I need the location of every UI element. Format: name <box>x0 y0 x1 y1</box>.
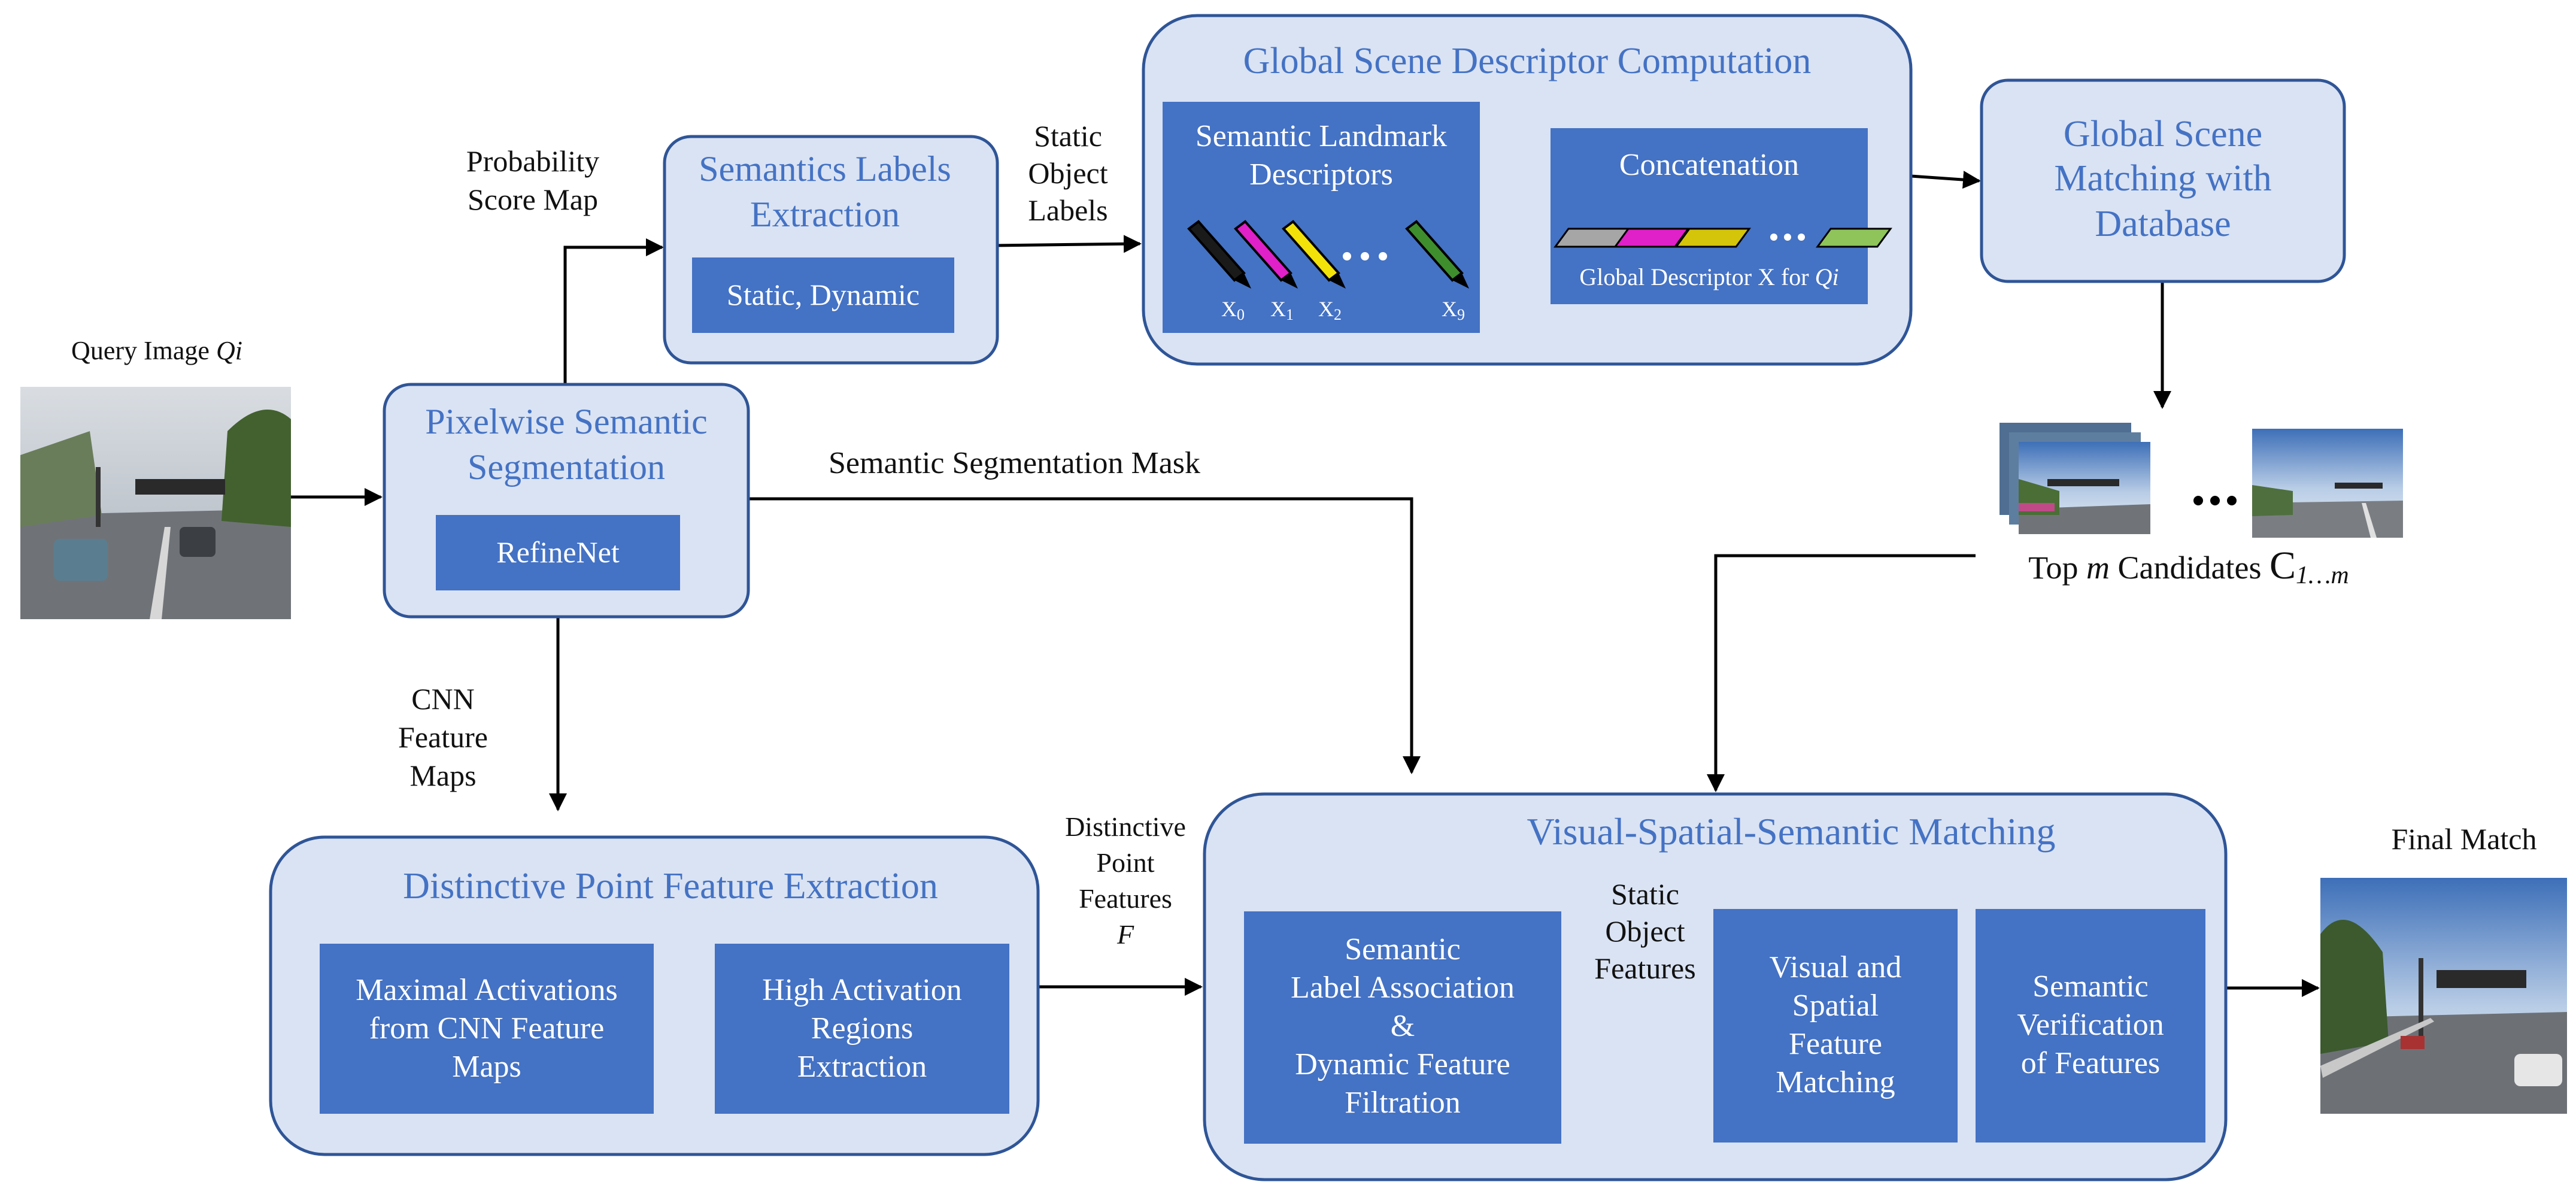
landmark-pencil-tip-3 <box>1452 273 1469 289</box>
global-descriptor-box: Global Scene Descriptor Computation Sema… <box>1142 14 1913 366</box>
pixelwise-segmentation-box: Pixelwise Semantic Segmentation RefineNe… <box>383 383 750 619</box>
cnn-line2: Feature <box>398 720 488 754</box>
descriptor-segment-1 <box>1613 228 1690 248</box>
landmark-dots <box>1343 252 1387 260</box>
high-activation-box <box>715 944 1009 1114</box>
distinctive-title: Distinctive Point Feature Extraction <box>403 866 938 907</box>
static-labels-line2: Object <box>1028 156 1108 190</box>
landmark-pencil-tip-2 <box>1329 273 1346 289</box>
static-dynamic-box <box>692 257 954 333</box>
landmark-labels: X0 X1 X2 X9 <box>1221 297 1465 323</box>
semantic-labels-extraction-box: Semantics Labels Extraction Static, Dyna… <box>663 135 999 365</box>
verif-line1: Semantic <box>2032 969 2149 1004</box>
assoc-line2: Label Association <box>1291 971 1515 1005</box>
static-features-line2: Object <box>1605 914 1685 948</box>
landmark-label-3: X9 <box>1442 297 1465 323</box>
maximal-activations-box <box>320 944 654 1114</box>
concat-dots <box>1770 234 1805 241</box>
assoc-line1: Semantic <box>1345 932 1461 966</box>
arrow-static-object-labels <box>994 235 1142 253</box>
dist-feat-line2: Point <box>1096 847 1154 878</box>
refinenet-label: RefineNet <box>496 535 620 569</box>
verif-line2: Verification <box>2017 1008 2164 1042</box>
candidate-image-last <box>2252 429 2403 538</box>
semantic-verification-box <box>1976 909 2205 1143</box>
vsm-line3: Feature <box>1789 1027 1882 1061</box>
dist-feat-line1: Distinctive <box>1065 811 1186 842</box>
cnn-line3: Maps <box>409 759 476 792</box>
landmark-title-line2: Descriptors <box>1249 157 1393 192</box>
global-matching-line1: Global Scene <box>2064 114 2262 154</box>
visual-spatial-matching-box <box>1713 909 1958 1143</box>
arrow-segmentation-mask <box>748 497 1421 774</box>
segmentation-mask-label: Semantic Segmentation Mask <box>829 446 1200 480</box>
global-descriptor-title: Global Scene Descriptor Computation <box>1243 41 1812 81</box>
prob-line1: Probability <box>466 144 599 178</box>
top-m-candidates-label: Top m Candidates C1…m <box>2028 544 2349 589</box>
static-labels-line1: Static <box>1034 119 1102 153</box>
labels-title-line2: Extraction <box>750 195 900 234</box>
arrow-candidates-to-vss <box>1707 554 1976 792</box>
landmark-pencil-tip-0 <box>1234 273 1251 289</box>
landmark-descriptors-box <box>1163 102 1480 333</box>
landmark-pencils <box>1187 220 1469 289</box>
maximal-line1: Maximal Activations <box>356 973 618 1007</box>
label-association-box <box>1244 911 1561 1144</box>
candidate-images-stack <box>1999 423 2150 534</box>
refinenet-box <box>436 515 680 590</box>
concatenation-label: Concatenation <box>1619 148 1799 182</box>
global-matching-box: Global Scene Matching with Database <box>1980 78 2346 283</box>
high-activation-line3: Extraction <box>797 1050 927 1084</box>
candidate-ellipsis <box>2193 496 2237 505</box>
vss-title: Visual-Spatial-Semantic Matching <box>1527 810 2055 853</box>
static-features-line3: Features <box>1594 951 1695 985</box>
global-matching-line2: Matching with <box>2054 158 2271 199</box>
static-dynamic-label: Static, Dynamic <box>727 278 920 311</box>
labels-title-line1: Semantics Labels <box>699 149 951 189</box>
pixelwise-title-line2: Segmentation <box>468 447 665 487</box>
dist-feat-line3: Features <box>1079 883 1172 914</box>
concatenated-descriptor <box>1554 228 1892 248</box>
arrow-descriptor-to-matching <box>1910 171 1981 189</box>
query-image-label: Query Image Qi <box>71 336 242 365</box>
landmark-label-0: X0 <box>1221 297 1245 323</box>
prob-line2: Score Map <box>468 183 598 216</box>
high-activation-line2: Regions <box>811 1011 913 1045</box>
final-match-label: Final Match <box>2391 822 2536 856</box>
cnn-line1: CNN <box>411 682 475 716</box>
final-match-image <box>2320 878 2567 1114</box>
assoc-line4: Dynamic Feature <box>1295 1047 1510 1081</box>
descriptor-segment-2 <box>1674 228 1751 248</box>
vss-matching-box: Visual-Spatial-Semantic Matching Semanti… <box>1203 792 2228 1181</box>
vsm-line2: Spatial <box>1792 989 1879 1023</box>
landmark-title-line1: Semantic Landmark <box>1196 119 1447 153</box>
static-labels-line3: Labels <box>1028 193 1108 227</box>
assoc-line5: Filtration <box>1345 1086 1461 1120</box>
dist-feat-line4: F <box>1116 919 1134 950</box>
static-features-line1: Static <box>1611 877 1679 911</box>
descriptor-segment-3 <box>1816 228 1892 248</box>
landmark-pencil-tip-1 <box>1281 273 1298 289</box>
landmark-label-2: X2 <box>1318 297 1342 323</box>
global-descriptor-x-label: Global Descriptor X for Qi <box>1579 263 1838 290</box>
concatenation-box <box>1551 128 1868 304</box>
global-matching-line3: Database <box>2095 204 2231 244</box>
vsm-line4: Matching <box>1776 1065 1895 1099</box>
vsm-line1: Visual and <box>1770 950 1902 984</box>
maximal-line3: Maps <box>452 1050 521 1084</box>
pixelwise-title-line1: Pixelwise Semantic <box>425 402 708 441</box>
query-image <box>20 387 291 619</box>
maximal-line2: from CNN Feature <box>369 1011 605 1045</box>
arrow-prob-score-map <box>563 238 664 384</box>
landmark-label-1: X1 <box>1270 297 1294 323</box>
verif-line3: of Features <box>2021 1046 2160 1080</box>
distinctive-extraction-box: Distinctive Point Feature Extraction Max… <box>269 835 1040 1156</box>
high-activation-line1: High Activation <box>762 973 962 1007</box>
assoc-line3: & <box>1391 1009 1415 1043</box>
